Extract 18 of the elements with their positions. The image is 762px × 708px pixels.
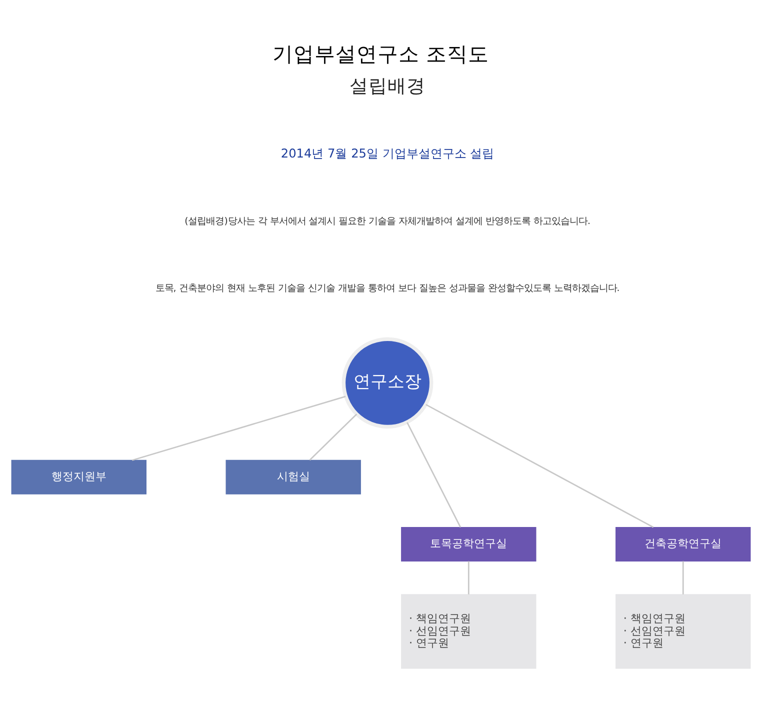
connector: [426, 403, 654, 528]
node-box: 행정지원부: [11, 459, 146, 494]
label: 토목, 건축분야의 현재 노후된 기술을 신기술 개발을 통하여 보다 질높은 성과물을 완성할수있도록 노력하겠습니다.: [155, 282, 620, 294]
node-box: · 책임연구원 · 선임연구원 · 연구원: [616, 594, 751, 668]
label: 설립배경: [350, 76, 426, 97]
node-box: 토목공학연구실: [401, 526, 536, 561]
diagram-title: 기업부설연구소 조직도: [272, 41, 490, 66]
label: (설립배경)당사는 각 부서에서 설계시 필요한 기술을 자체개발하여 설계에 반영하도록 하고있습니다.: [184, 215, 590, 226]
node-box: · 책임연구원 · 선임연구원 · 연구원: [401, 594, 536, 668]
node-circle: 연구소장: [342, 336, 434, 428]
label: 2014년 7월 25일 기업부설연구소 설립: [280, 146, 494, 160]
node-box: 건축공학연구실: [616, 526, 751, 561]
connector: [132, 395, 346, 460]
connector: [682, 560, 684, 594]
node-box: 시험실: [226, 459, 361, 494]
connector: [309, 413, 358, 460]
connector: [406, 422, 462, 528]
connector: [468, 560, 470, 594]
